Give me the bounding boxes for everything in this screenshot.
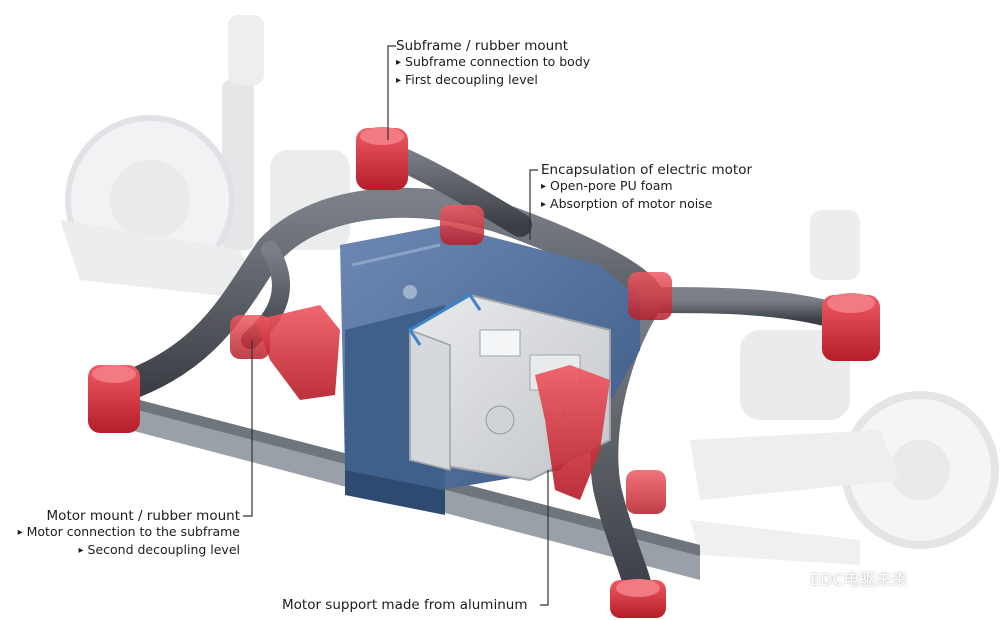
watermark: EDC电驱未来 [778,567,908,589]
leader-subframe-mount [387,45,396,140]
mount-left [88,365,140,433]
callout-encapsulation-title: Encapsulation of electric motor [541,162,753,178]
rubber-mounts [88,127,880,618]
callout-motor-mount-bullet-1: Motor connection to the subframe [18,524,240,542]
mount-motor-front [626,470,666,514]
mount-motor-rear [628,272,672,320]
callout-encapsulation: Encapsulation of electric motor Open-por… [541,162,752,214]
right-suspension-ghost [690,210,999,565]
callout-motor-support: Motor support made from aluminum [282,597,527,613]
mount-bottom [610,579,666,618]
leader-encapsulation [529,169,538,240]
callout-subframe-mount: Subframe / rubber mount Subframe connect… [396,38,590,90]
leader-motor-support [540,470,549,606]
leader-lines [243,45,549,606]
callout-encapsulation-bullet-1: Open-pore PU foam [541,178,752,196]
callout-encapsulation-bullet-2: Absorption of motor noise [541,196,752,214]
callout-motor-support-title: Motor support made from aluminum [282,597,528,613]
callout-motor-mount-title: Motor mount / rubber mount [46,508,240,524]
wechat-icon [779,568,805,588]
watermark-text: EDC电驱未来 [810,570,908,589]
callout-motor-mount: Motor mount / rubber mount Motor connect… [18,508,240,560]
mount-motor-left [230,315,270,359]
left-suspension-ghost [60,15,350,300]
mount-top [356,127,408,190]
motor-supports [255,305,610,500]
callout-subframe-mount-bullet-1: Subframe connection to body [396,54,590,72]
callout-subframe-mount-title: Subframe / rubber mount [396,38,569,54]
mount-right [822,293,880,361]
leader-motor-mount [243,340,253,517]
mount-upper-left [440,205,484,245]
callout-motor-mount-bullet-2: Second decoupling level [18,542,240,560]
callout-subframe-mount-bullet-2: First decoupling level [396,72,590,90]
